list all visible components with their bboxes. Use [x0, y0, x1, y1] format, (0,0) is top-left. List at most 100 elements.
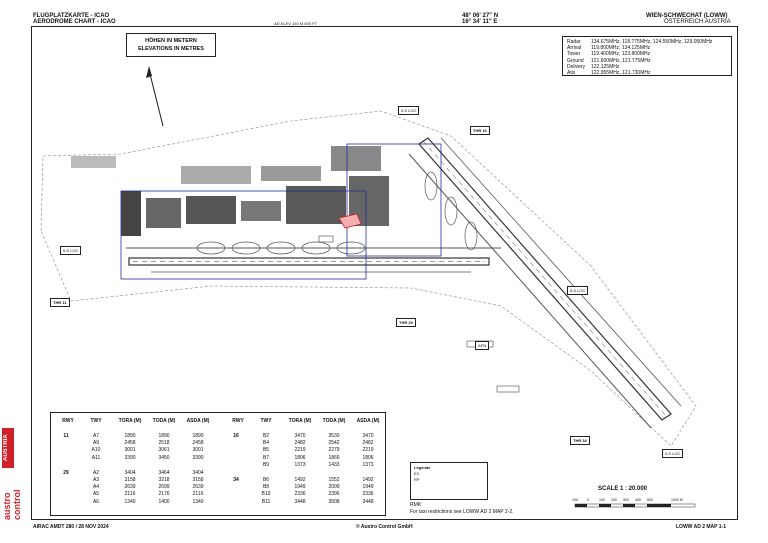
table-cell: 3470: [294, 433, 306, 439]
table-header: RWY: [232, 418, 244, 424]
table-cell: 2116: [192, 491, 204, 498]
threshold-11: THR 11: [50, 298, 70, 307]
logo-red-bar: [2, 428, 14, 468]
table-cell: 3508: [328, 498, 340, 505]
table-cell: 1806: [362, 454, 374, 461]
freq-service: Atis: [567, 70, 576, 77]
longitude: 16° 34' 11" E: [462, 19, 498, 25]
freq-service: Tower: [567, 51, 581, 58]
freq-value: 121.600MHz, 121.775MHz: [591, 57, 651, 64]
table-cell: A2: [92, 469, 100, 476]
freq-value: 134.675MHz, 118.775MHz, 124.550MHz, 129.…: [591, 39, 713, 45]
elevation-note-de: HÖHEN IN METERN: [145, 38, 197, 44]
remark: RMK: For taxi restrictions see LOWW AD 2…: [410, 502, 514, 516]
table-cell: 2542: [328, 440, 340, 447]
table-cell: 2176: [158, 491, 170, 498]
table-cell: 2639: [124, 484, 136, 491]
restricted-area: [338, 213, 362, 229]
scale-tick-label: 500: [647, 498, 653, 502]
table-cell: 2458: [124, 440, 136, 447]
elevation-note: HÖHEN IN METERN ELEVATIONS IN METRES: [126, 33, 216, 57]
table-cell: 1949: [294, 484, 306, 491]
table-rwy: 34: [233, 477, 239, 483]
table-cell: B10: [261, 491, 271, 498]
scale-tick-label: 300: [623, 498, 629, 502]
table-cell: 2219: [294, 447, 306, 454]
table-cell: 1433: [328, 461, 340, 468]
table-rwy: 11: [63, 433, 69, 439]
table-cell: 3470: [362, 433, 374, 439]
table-cell: 3448: [294, 498, 306, 505]
table-cell: 3448: [362, 498, 374, 505]
aerodrome-boundary: [40, 110, 697, 447]
table-cell: 2219: [362, 447, 374, 454]
table-cell: 2482: [294, 440, 306, 447]
table-cell: 1890: [158, 433, 170, 439]
table-cell: 1866: [328, 454, 340, 461]
aerodrome-diagram: [40, 66, 697, 508]
freq-service: Delivery: [567, 63, 586, 70]
scale-tick-label: 100: [599, 498, 605, 502]
runway-11-29: [128, 257, 490, 266]
table-cell: A6: [92, 498, 100, 505]
scale-label: SCALE 1 : 20.000: [598, 486, 648, 492]
footer-amdt: AIRAC AMDT 280 / 28 NOV 2024: [33, 524, 109, 530]
chart-title-de: FLUGPLATZKARTE - ICAO: [33, 13, 110, 19]
country: ÖSTERREICH AUSTRIA: [664, 19, 731, 25]
table-cell: 1890: [124, 433, 136, 439]
inset-area-2: [346, 143, 442, 257]
table-cell: 2699: [158, 484, 170, 491]
scale-tick-label: 1000 M: [671, 498, 683, 502]
table-cell: 3001: [192, 447, 204, 454]
taxiway-loops: [196, 171, 478, 255]
table-cell: B9: [262, 461, 270, 468]
table-cell: B6: [262, 477, 270, 483]
table-cell: 1552: [328, 477, 340, 483]
table-cell: 1890: [192, 433, 204, 439]
table-cell: 3001: [124, 447, 136, 454]
table-header: ASDA (M): [186, 418, 210, 424]
table-cell: A10: [91, 447, 101, 454]
table-rwy: 29: [63, 469, 69, 476]
freq-service: Arrival: [567, 45, 582, 52]
inset-area-1: [120, 190, 367, 280]
remark-text: For taxi restrictions see LOWW AD 2 MAP …: [410, 509, 514, 515]
aerodrome-elevation: AD ELEV 183 M 600 FT: [274, 21, 317, 26]
elevation-note-en: ELEVATIONS IN METRES: [138, 46, 204, 52]
threshold-16: THR 16: [470, 126, 490, 135]
table-cell: 2396: [328, 491, 340, 498]
table-cell: 3390: [124, 454, 136, 461]
airport-name: WIEN-SCHWECHAT (LOWW): [646, 13, 728, 19]
table-cell: B7: [262, 454, 270, 461]
apron-label: APN: [475, 341, 490, 350]
table-cell: 3158: [192, 477, 204, 483]
table-cell: B11: [261, 498, 271, 505]
table-cell: 1373: [362, 461, 374, 468]
table-header: RWY: [62, 418, 74, 424]
table-cell: B5: [262, 447, 270, 454]
table-cell: 1949: [362, 484, 374, 491]
map-frame: [31, 26, 738, 520]
freq-value: 119.400MHz, 123.800MHz: [591, 51, 651, 58]
legend-box: Legende EX RP: [410, 462, 488, 500]
freq-service: Radar: [567, 39, 581, 45]
table-header: TODA (M): [152, 418, 176, 424]
freq-value: 122.955MHz, 121.730MHz: [591, 70, 651, 77]
latitude: 48° 06' 27" N: [462, 13, 499, 19]
table-cell: 3450: [158, 454, 170, 461]
table-header: TORA (M): [288, 418, 312, 424]
table-header: TWY: [90, 418, 102, 424]
table-cell: A3: [92, 477, 100, 483]
logo-sub: AUSTRIA: [3, 434, 9, 462]
table-cell: 3390: [192, 454, 204, 461]
footer-copyright: © Austro Control GmbH: [356, 524, 413, 530]
legend-item-ex: EX: [414, 471, 420, 476]
apron-box: [496, 385, 520, 393]
ils-loc-29: ILS LOC: [567, 286, 589, 295]
table-rwy: 16: [233, 433, 239, 439]
table-cell: 3404: [192, 469, 204, 476]
runway-16-34: [418, 137, 672, 421]
threshold-34: THR 34: [570, 436, 590, 445]
north-arrow-icon: [146, 66, 164, 127]
table-header: ASDA (M): [356, 418, 380, 424]
